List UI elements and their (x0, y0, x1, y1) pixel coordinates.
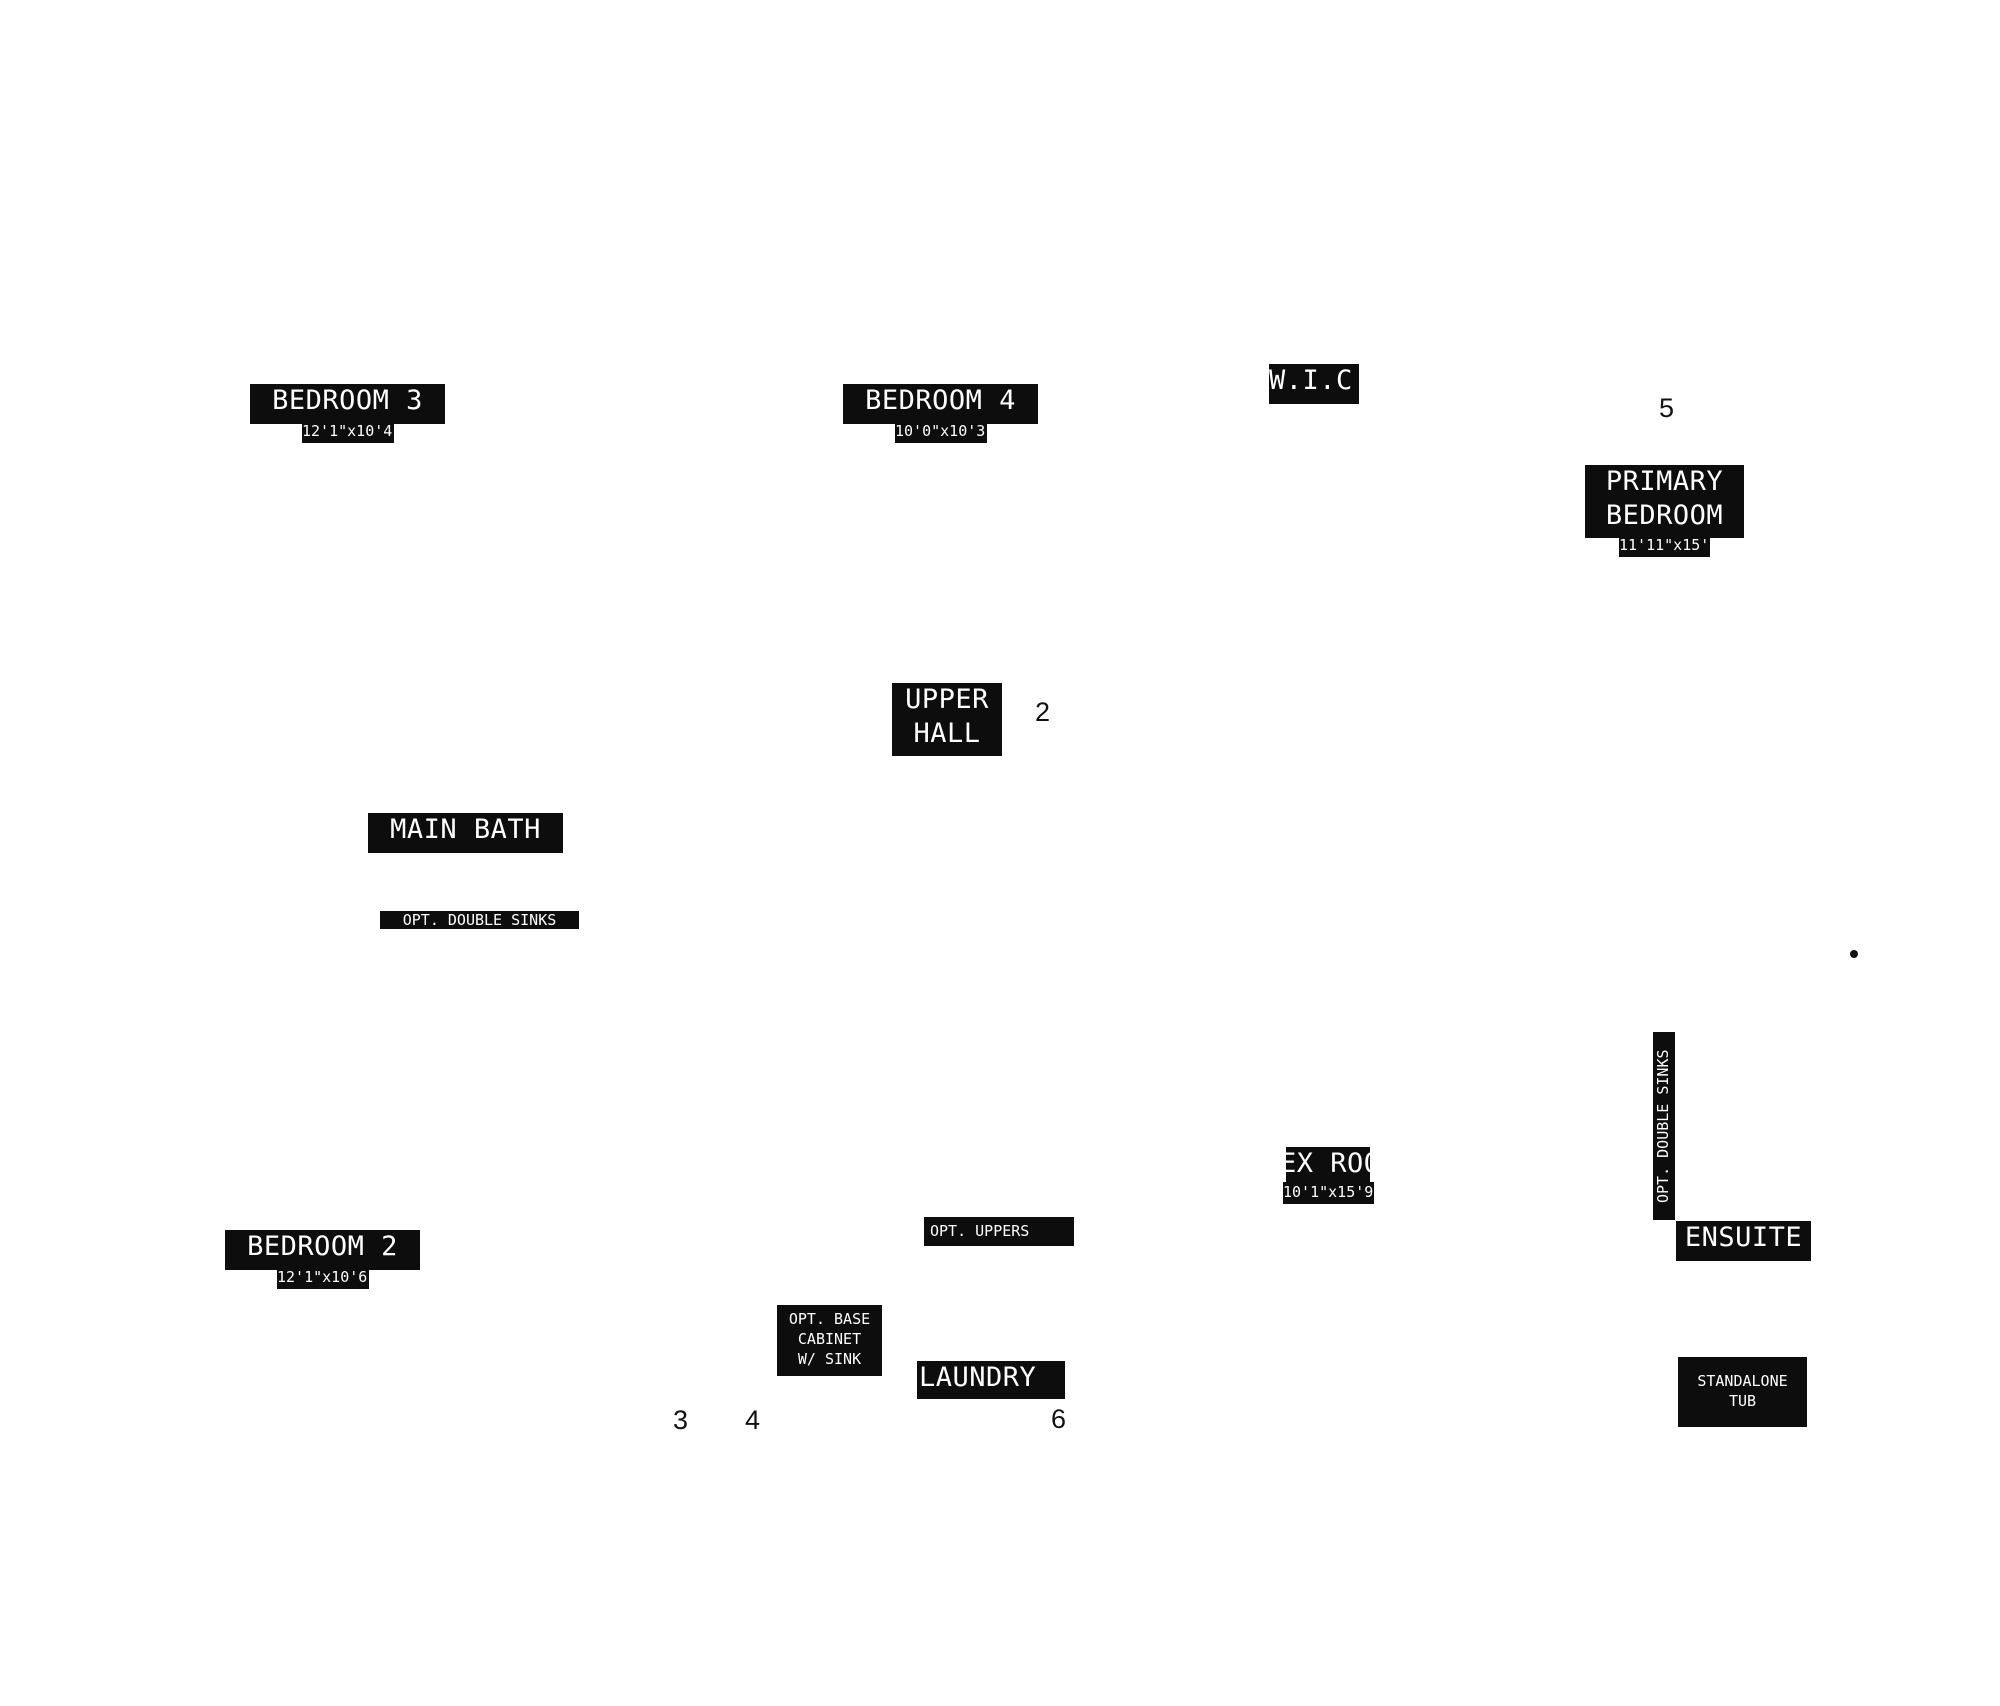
marker-5: 5 (1659, 393, 1675, 423)
bedroom-4-label: BEDROOM 4 (843, 384, 1038, 424)
main-bath-opt-double-sinks: OPT. DOUBLE SINKS (380, 911, 579, 929)
ensuite-label: ENSUITE (1676, 1221, 1811, 1261)
marker-3: 3 (673, 1405, 689, 1435)
marker-dot (1850, 950, 1858, 958)
laundry-label: LAUNDRY (917, 1361, 1065, 1399)
opt-base-cabinet-label: OPT. BASE CABINET W/ SINK (777, 1305, 882, 1376)
bedroom-4-dimensions: 10'0"x10'3" (895, 421, 987, 443)
marker-2: 2 (1035, 697, 1051, 727)
marker-6: 6 (1051, 1404, 1067, 1434)
wic-label: W.I.C. (1269, 364, 1359, 404)
primary-bedroom-dimensions: 11'11"x15'0" (1619, 535, 1710, 557)
primary-bedroom-label: PRIMARY BEDROOM (1585, 465, 1744, 538)
standalone-tub-label: STANDALONE TUB (1678, 1357, 1807, 1427)
bedroom-3-dimensions: 12'1"x10'4" (302, 421, 394, 443)
upper-hall-label: UPPER HALL (892, 683, 1002, 756)
flex-room-dimensions: 10'1"x15'9" (1283, 1182, 1374, 1204)
opt-uppers-label: OPT. UPPERS (924, 1217, 1074, 1246)
flex-room-label: EX ROO (1286, 1147, 1370, 1187)
ensuite-opt-double-sinks: OPT. DOUBLE SINKS (1653, 1032, 1675, 1220)
main-bath-label: MAIN BATH (368, 813, 563, 853)
marker-4: 4 (745, 1405, 761, 1435)
bedroom-3-label: BEDROOM 3 (250, 384, 445, 424)
bedroom-2-dimensions: 12'1"x10'6" (277, 1267, 369, 1289)
bedroom-2-label: BEDROOM 2 (225, 1230, 420, 1270)
